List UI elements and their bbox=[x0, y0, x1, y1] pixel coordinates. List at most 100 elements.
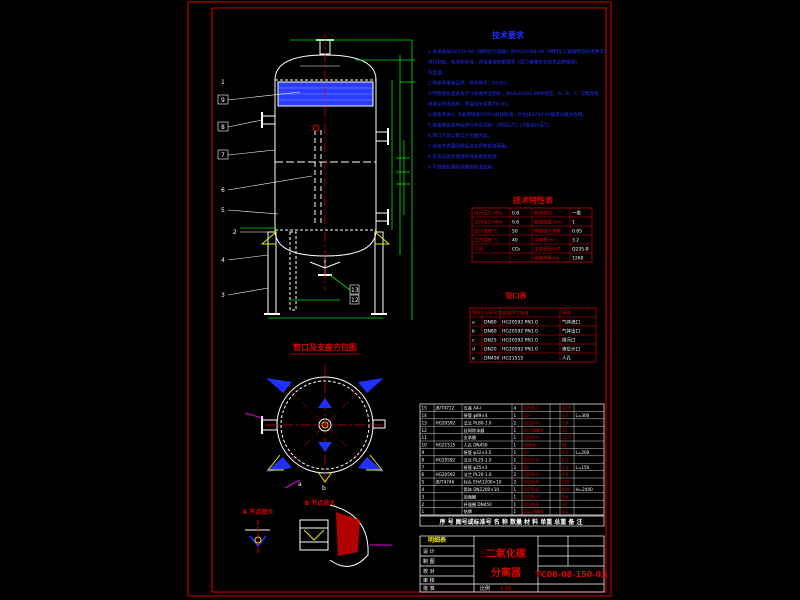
parts-list-cell: Q235-A bbox=[524, 406, 540, 411]
sign-row: 设 计 bbox=[423, 548, 435, 555]
sign-row: 审 核 bbox=[423, 577, 435, 584]
parts-list-cell: 0.4 bbox=[562, 465, 569, 470]
outer-frame bbox=[187, 1, 612, 597]
parts-list-cell: 0.9 bbox=[562, 472, 569, 477]
sign-row: 制 图 bbox=[423, 558, 435, 565]
parts-list-cell: 法兰 PL80-1.0 bbox=[464, 419, 492, 426]
parts-list-cell: 15 bbox=[422, 406, 428, 411]
parts-list-cell: 0Cr18Ni9 bbox=[524, 428, 544, 433]
leader-label: 2 bbox=[233, 229, 237, 236]
parts-list-cell: 12.5 bbox=[562, 435, 572, 440]
parts-list-cell: 加强圈 bbox=[464, 493, 477, 500]
parts-list-cell: 13 bbox=[422, 420, 428, 425]
vessel-elevation bbox=[260, 34, 391, 315]
parts-list-cell: 2 bbox=[514, 472, 517, 477]
parts-list-cell: 20 bbox=[524, 465, 530, 470]
parts-list-cell: HG20592 bbox=[436, 472, 456, 477]
parts-list-cell: 35 bbox=[562, 428, 568, 433]
tech-requirements-title: 技术要求 bbox=[492, 30, 525, 40]
tech-table-cell: 0.85 bbox=[572, 229, 582, 235]
parts-list-cell: Q235-B bbox=[524, 487, 540, 492]
side-label-d: 12 bbox=[351, 297, 359, 304]
tech-table-cell: 50 bbox=[512, 229, 518, 235]
nozzle-table-cell: HG20592 PN1.0 bbox=[502, 329, 538, 335]
detail-b bbox=[299, 504, 392, 567]
sign-row: 校 对 bbox=[423, 568, 435, 575]
tech-table-cell: 1 bbox=[572, 220, 575, 226]
nozzle-table-cell: HG20592 PN1.0 bbox=[502, 320, 538, 326]
tech-requirement-line: 7.设备外表面除锈后涂红丹防锈漆两遍。 bbox=[428, 143, 510, 150]
nozzle-table-cell: HG20592 PN1.0 bbox=[502, 347, 538, 353]
parts-header-row: 序 号 图号或标准号 名 称 数量 材 料 单重 总重 备 注 bbox=[439, 518, 583, 526]
leader-label: 4 bbox=[221, 257, 225, 264]
parts-list-cell: 4 bbox=[514, 406, 517, 411]
parts-list-cell: JB/T4712 bbox=[435, 406, 455, 411]
parts-list-cell: 20 bbox=[524, 450, 530, 455]
parts-list-cell: JB/T4746 bbox=[435, 480, 455, 485]
parts-list-cell: Q235-A bbox=[524, 457, 540, 462]
side-label-c: 13 bbox=[351, 287, 359, 294]
scale-label: 比例 bbox=[480, 585, 490, 592]
nozzle-table-title: 管口表 bbox=[506, 291, 528, 300]
parts-list-cell: L=200 bbox=[576, 450, 590, 455]
parts-list-cell: 14 bbox=[422, 413, 428, 418]
tech-requirement-line: 进行制造、检验和验收，并接受劳动部颁发《压力容器安全技术监察规程》 bbox=[428, 59, 580, 66]
nozzle-table-cell: 公称尺寸 bbox=[484, 310, 502, 317]
nozzle-table-cell: 气体出口 bbox=[562, 328, 580, 335]
parts-list-cell: 1 bbox=[514, 509, 517, 514]
parts-list-cell: Q235-B bbox=[524, 480, 540, 485]
tech-requirement-line: 2.焊接采用电弧焊，焊条牌号：E4303。 bbox=[428, 80, 511, 87]
parts-list-cell: 7 bbox=[422, 465, 425, 470]
parts-list-cell: 1 bbox=[514, 428, 517, 433]
tech-table-cell: Q235-B bbox=[572, 247, 589, 253]
nozzle-table-cell: DN80 bbox=[484, 329, 497, 335]
nozzle-table-cell: b bbox=[472, 329, 475, 335]
tech-table-cell: 设备净重 kg bbox=[534, 255, 559, 262]
nozzle-table-cell: HG21515 bbox=[502, 356, 523, 362]
parts-list-cell: 人孔 DN450 bbox=[464, 442, 488, 449]
parts-list-cell: 0.6 bbox=[562, 450, 569, 455]
parts-list-cell: 32.8 bbox=[562, 406, 572, 411]
parts-list-cell: 2 bbox=[514, 420, 517, 425]
parts-list-cell: 2 bbox=[514, 480, 517, 485]
parts-list-cell: Q235-A bbox=[524, 420, 540, 425]
parts-list-cell: 4 bbox=[422, 487, 425, 492]
parts-list-cell: 5.8 bbox=[562, 420, 569, 425]
tech-data-title: 技术特性表 bbox=[513, 195, 554, 205]
parts-list-cell: 18 bbox=[562, 502, 568, 507]
tech-table-cell: 焊接接头系数 bbox=[534, 228, 561, 235]
parts-list-cell: 1.2 bbox=[562, 457, 569, 462]
parts-list-cell: Q235-B bbox=[524, 502, 540, 507]
parts-list-cell: 3 bbox=[422, 494, 425, 499]
parts-list-cell: 接管 φ25×3 bbox=[464, 464, 488, 471]
side-label-a: a bbox=[298, 481, 302, 488]
nozzle-table-cell: 用途 bbox=[562, 310, 571, 317]
leader-lines bbox=[227, 65, 340, 296]
parts-list-cell: HG20592 bbox=[436, 457, 456, 462]
title-block bbox=[419, 535, 605, 593]
parts-list-cell: HG20592 bbox=[436, 420, 456, 425]
parts-list-cell: 20 bbox=[524, 413, 530, 418]
tech-requirement-line: 8.支座与筒体连接焊缝采用连续焊。 bbox=[428, 153, 501, 160]
nozzle-table-cell: DN25 bbox=[484, 338, 497, 344]
nozzle-table-cell: 符号 bbox=[472, 310, 481, 317]
tech-table-cell: 介质 bbox=[474, 246, 483, 253]
parts-list-cell: HG21515 bbox=[436, 443, 456, 448]
tech-requirement-line: 9.不锈钢丝网除沫器按标准选用。 bbox=[428, 164, 497, 171]
leader-label: 6 bbox=[221, 187, 225, 194]
inner-frame bbox=[211, 7, 607, 593]
nozzle-table-cell: 连接尺寸标准 bbox=[502, 310, 529, 317]
parts-list-cell: 铭牌 bbox=[464, 508, 472, 515]
tech-requirement-line: 4.设备壳体A、B类焊缝进行20%射线检测，符合JB4730-94规定III级为… bbox=[428, 111, 587, 118]
tech-requirements-text: 1.本设备按GB150-98《钢制压力容器》及HG20584-98《钢制化工容器… bbox=[428, 48, 609, 171]
parts-list-cell: 1 bbox=[514, 450, 517, 455]
drawing-name-line1: 二氧化碳 bbox=[486, 547, 527, 560]
parts-list-cell: L=300 bbox=[576, 413, 590, 418]
tech-table-cell: 腐蚀裕量 mm bbox=[534, 219, 562, 226]
tech-table-cell: 工作温度 ℃ bbox=[474, 237, 498, 244]
parts-list-cell: 1 bbox=[514, 487, 517, 492]
parts-list-cell: 支承圈 bbox=[464, 434, 477, 441]
parts-list-cell: 补强圈 DN450 bbox=[464, 501, 493, 508]
